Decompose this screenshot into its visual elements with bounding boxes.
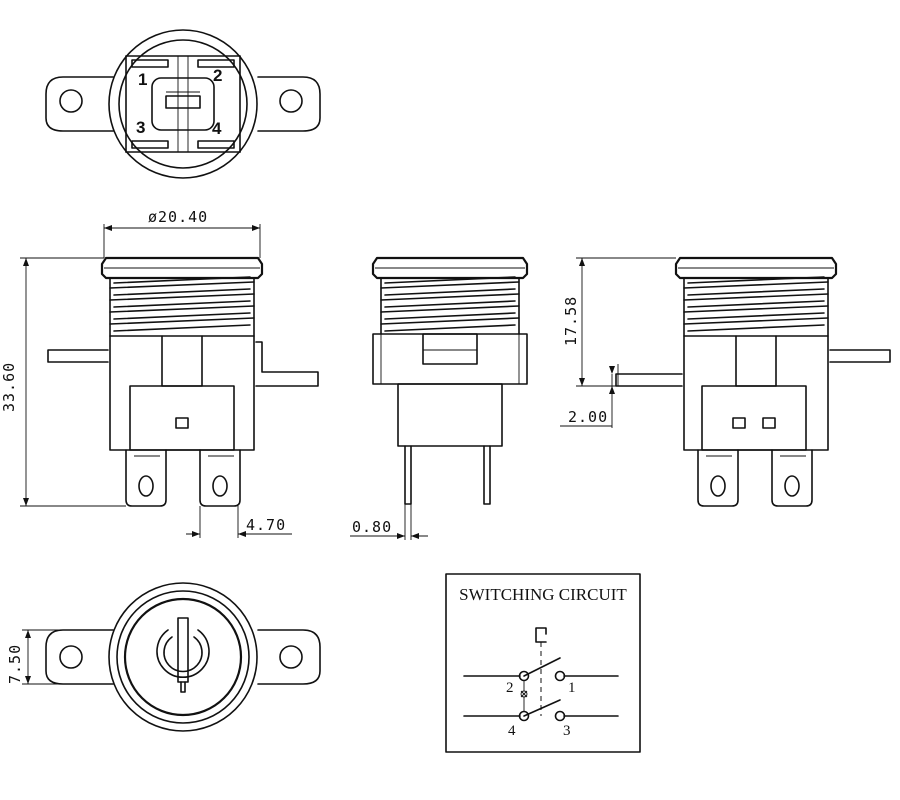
circuit-label-1: 1 — [568, 680, 576, 696]
circuit-label-4: 4 — [508, 723, 516, 739]
dim-flange-thickness: 2.00 — [568, 408, 608, 426]
circuit-label-3: 3 — [563, 723, 571, 739]
dim-terminal-pitch: 4.70 — [246, 516, 286, 534]
circuit-title: SWITCHING CIRCUIT — [459, 585, 627, 604]
dim-terminal-thickness: 0.80 — [352, 518, 392, 536]
power-symbol-icon — [156, 617, 210, 693]
bottom-front-view — [45, 582, 321, 732]
pin-label-3: 3 — [136, 118, 145, 137]
circuit-label-2: 2 — [506, 680, 514, 696]
pin-label-2: 2 — [213, 66, 222, 85]
mounting-hole-right — [279, 89, 303, 113]
top-view: 1 2 3 4 — [45, 29, 321, 179]
pin-label-4: 4 — [212, 119, 222, 138]
circuit-frame — [445, 573, 641, 753]
dim-thread-length: 17.58 — [562, 296, 580, 346]
dim-diameter: ø20.40 — [148, 208, 208, 226]
dimension-annotations: ø20.40 33.60 4.70 0.80 17.58 2.00 7.50 — [0, 208, 676, 685]
mounting-hole-left — [59, 89, 83, 113]
switching-circuit: SWITCHING CIRCUIT 1 2 3 4 — [445, 573, 641, 753]
front-view — [47, 256, 319, 507]
pin-label-1: 1 — [138, 70, 147, 89]
rear-side-view — [615, 256, 891, 507]
side-view — [371, 256, 529, 505]
dim-height: 33.60 — [0, 362, 18, 412]
dim-flange-hole: 7.50 — [6, 644, 24, 684]
